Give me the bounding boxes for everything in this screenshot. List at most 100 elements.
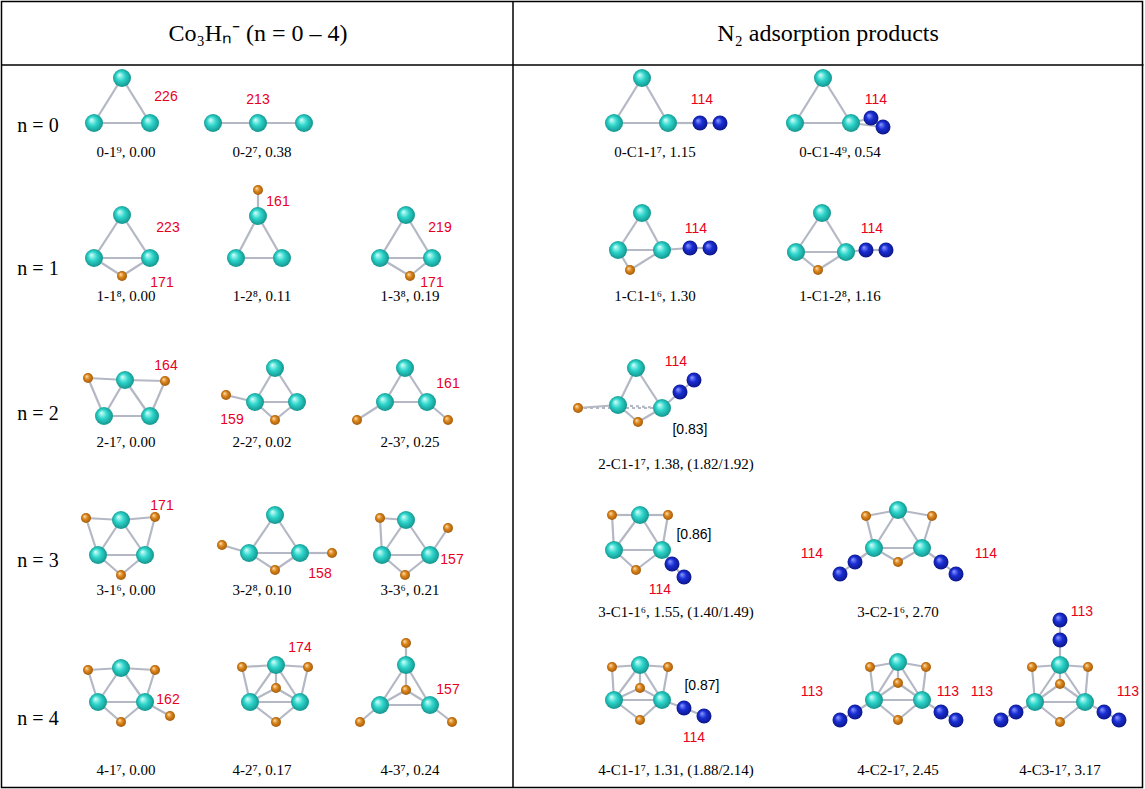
molecule — [217, 506, 337, 575]
atom-sphere — [204, 114, 222, 132]
atom-sphere — [633, 417, 643, 427]
atom-sphere — [1053, 613, 1068, 628]
atom-sphere — [327, 548, 337, 558]
atom-sphere — [635, 683, 645, 693]
atom-sphere — [447, 717, 457, 727]
bond-length: 113 — [937, 684, 959, 699]
bond-length: 161 — [266, 194, 289, 209]
structure-caption: 1-2⁸, 0.11 — [233, 288, 291, 305]
molecule — [787, 204, 894, 275]
atom-sphere — [703, 241, 718, 256]
molecule — [81, 511, 160, 580]
bond-length: 213 — [246, 92, 269, 107]
bond-length: 171 — [150, 498, 173, 513]
atom-sphere — [677, 570, 692, 585]
atom-sphere — [227, 249, 245, 267]
row-label: n = 2 — [17, 402, 58, 424]
atom-sphere — [141, 114, 159, 132]
atom-sphere — [842, 114, 860, 132]
bond-length: 226 — [154, 89, 177, 104]
atom-sphere — [401, 685, 411, 695]
atom-sphere — [405, 271, 415, 281]
atom-sphere — [625, 265, 635, 275]
atom-sphere — [373, 546, 391, 564]
atom-sphere — [397, 511, 415, 529]
atom-sphere — [1055, 679, 1065, 689]
atom-sphere — [150, 512, 160, 522]
row-label: n = 1 — [17, 257, 58, 279]
atom-sphere — [607, 662, 617, 672]
atom-sphere — [112, 659, 130, 677]
structure-caption: 4-C1-1⁷, 1.31, (1.88/2.14) — [598, 762, 754, 779]
structure-caption: 0-2⁷, 0.38 — [233, 144, 292, 161]
atom-sphere — [116, 717, 126, 727]
header-rule — [2, 64, 1144, 66]
bond-length: 114 — [861, 221, 883, 236]
atom-sphere — [303, 662, 313, 672]
atom-sphere — [288, 393, 306, 411]
atom-sphere — [605, 541, 623, 559]
structure-caption: 1-C1-1⁶, 1.30 — [614, 288, 695, 305]
atom-sphere — [376, 393, 394, 411]
structure-caption: 2-2⁷, 0.02 — [233, 434, 292, 451]
bond-length: 114 — [665, 354, 687, 369]
atom-sphere — [879, 243, 894, 258]
atom-sphere — [1076, 693, 1094, 711]
atom-sphere — [295, 114, 313, 132]
atom-sphere — [837, 243, 855, 261]
atom-sphere — [396, 359, 414, 377]
bond-length: 113 — [801, 684, 823, 699]
bond-length: 161 — [436, 376, 459, 391]
bond-length: 223 — [156, 220, 179, 235]
bond-length: 219 — [428, 220, 451, 235]
bond-length: 114 — [683, 730, 705, 745]
bond-length: 114 — [865, 92, 887, 107]
atom-sphere — [605, 691, 623, 709]
bond-length: 114 — [691, 92, 713, 107]
atom-sphere — [421, 546, 439, 564]
atom-sphere — [607, 510, 617, 520]
atom-sphere — [165, 711, 175, 721]
row-label: n = 3 — [17, 549, 58, 571]
atom-sphere — [89, 693, 107, 711]
molecule — [85, 206, 159, 281]
molecule — [605, 506, 692, 585]
atom-sphere — [112, 511, 130, 529]
atom-sphere — [371, 696, 389, 714]
atom-sphere — [713, 116, 728, 131]
atom-sphere — [934, 555, 949, 570]
atom-sphere — [241, 693, 259, 711]
charge-value: [0.83] — [672, 422, 707, 437]
molecule — [605, 69, 728, 132]
atom-sphere — [673, 385, 688, 400]
atom-sphere — [865, 539, 883, 557]
bond-length: 164 — [154, 358, 177, 373]
atom-sphere — [627, 359, 645, 377]
bond-length: 162 — [156, 692, 179, 707]
atom-sphere — [861, 511, 871, 521]
bond-length: 113 — [971, 684, 993, 699]
atom-sphere — [786, 114, 804, 132]
bond-length: 113 — [1071, 604, 1093, 619]
molecule — [833, 653, 964, 728]
atom-sphere — [1027, 662, 1037, 672]
structure-caption: 1-1⁸, 0.00 — [97, 288, 156, 305]
atom-sphere — [1009, 705, 1024, 720]
atom-sphere — [921, 662, 931, 672]
molecule — [786, 69, 891, 135]
atom-sphere — [81, 513, 91, 523]
column-rule — [512, 2, 514, 788]
atom-sphere — [246, 393, 264, 411]
molecule — [833, 501, 964, 582]
atom-sphere — [609, 241, 627, 259]
structure-caption: 3-C1-1⁶, 1.55, (1.40/1.49) — [598, 604, 754, 621]
atom-sphere — [253, 185, 263, 195]
atom-sphere — [934, 705, 949, 720]
atom-sphere — [653, 399, 671, 417]
atom-sphere — [397, 206, 415, 224]
atom-sphere — [443, 415, 453, 425]
structure-caption: 1-C1-2⁸, 1.16 — [799, 288, 880, 305]
atom-sphere — [136, 546, 154, 564]
bond-length: 114 — [975, 546, 997, 561]
atom-sphere — [653, 691, 671, 709]
